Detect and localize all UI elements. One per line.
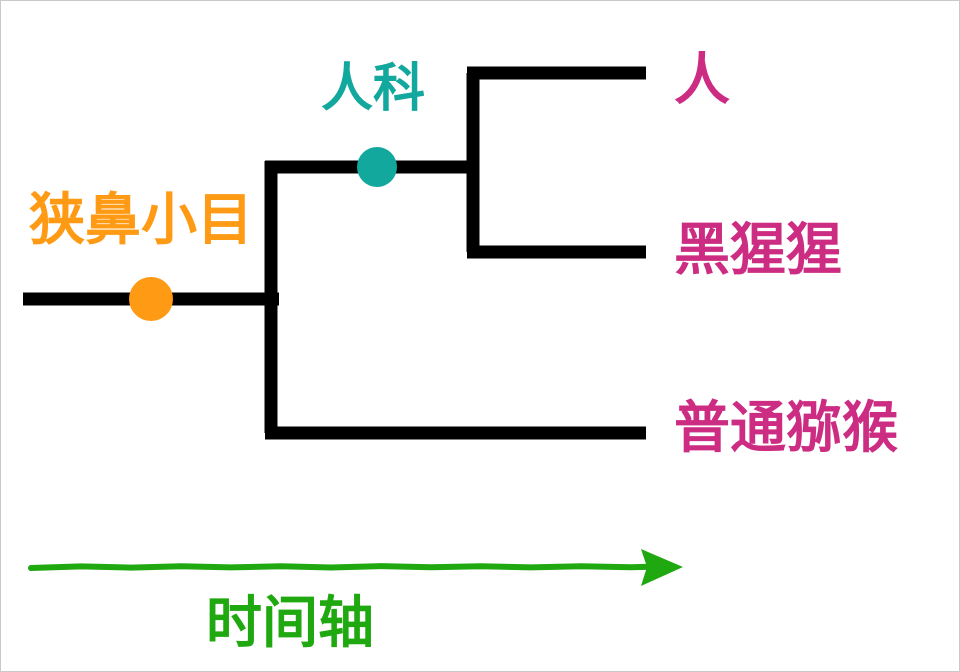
leaf-label-chimp: 黑猩猩 bbox=[674, 218, 842, 283]
crown-node-label: 狭鼻小目 bbox=[29, 188, 253, 253]
timeline-axis-label: 时间轴 bbox=[206, 591, 374, 656]
timeline-arrow bbox=[28, 549, 683, 586]
tree-branches bbox=[23, 66, 646, 440]
leaf-label-human: 人 bbox=[674, 48, 730, 113]
timeline-arrowhead bbox=[641, 549, 683, 586]
leaf-label-macaque: 普通猕猴 bbox=[674, 396, 898, 461]
hominid-node-marker[interactable] bbox=[357, 147, 397, 187]
crown-node-marker[interactable] bbox=[129, 277, 173, 321]
hominid-node-label: 人科 bbox=[321, 59, 426, 119]
timeline-arrow-shaft bbox=[28, 563, 656, 571]
